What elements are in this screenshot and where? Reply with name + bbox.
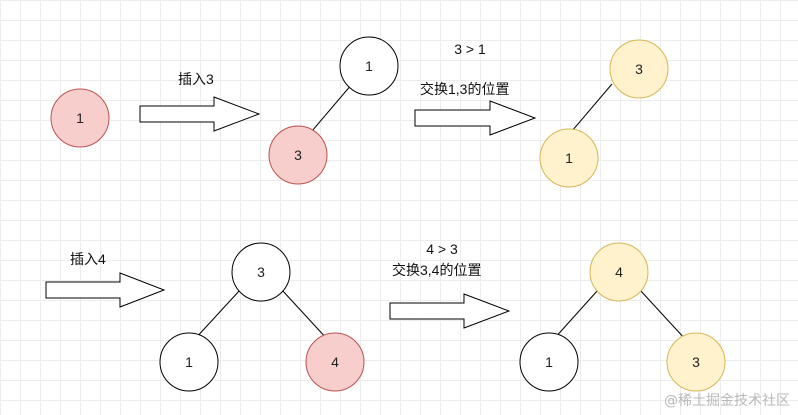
node-label: 3 <box>635 61 643 77</box>
node-step4-root: 4 <box>589 242 649 302</box>
node-step3-left: 1 <box>159 332 219 392</box>
arrow-swap-1-3 <box>414 100 537 136</box>
node-step1-child: 3 <box>268 125 328 185</box>
node-label: 1 <box>185 354 193 370</box>
tree-step-2: 3 1 <box>539 39 669 188</box>
arrow-shape <box>414 100 537 136</box>
tree-step-3: 3 1 4 <box>159 242 365 392</box>
node-label: 1 <box>565 150 573 166</box>
node-circle <box>609 39 669 99</box>
watermark-text: @稀土掘金技术社区 <box>664 393 790 409</box>
caption-swap-1-3: 交换1,3的位置 <box>420 81 509 97</box>
node-step2-root: 3 <box>609 39 669 99</box>
tree-edge-right <box>281 289 329 341</box>
arrow-shape <box>45 272 166 308</box>
node-circle <box>589 242 649 302</box>
node-circle <box>539 128 599 188</box>
node-circle <box>50 88 110 148</box>
node-step4-left: 1 <box>519 332 579 392</box>
arrow-insert-3 <box>139 96 261 132</box>
node-circle <box>159 332 219 392</box>
node-label: 4 <box>615 264 623 280</box>
node-step3-right: 4 <box>305 332 365 392</box>
arrow-swap-3-4 <box>389 293 511 329</box>
tree-edge-left <box>193 289 241 341</box>
tree-edge <box>311 83 353 132</box>
caption-compare-4-3: 4 > 3 <box>426 241 458 257</box>
node-step2-child: 1 <box>539 128 599 188</box>
caption-insert-3: 插入3 <box>178 71 214 87</box>
node-step3-root: 3 <box>231 242 291 302</box>
node-circle <box>305 332 365 392</box>
node-label: 1 <box>76 110 84 126</box>
tree-step-1: 1 3 <box>268 36 399 185</box>
node-step4-right: 3 <box>666 332 726 392</box>
node-label: 3 <box>692 354 700 370</box>
tree-edge-right <box>639 289 687 341</box>
arrow-shape <box>139 96 261 132</box>
node-circle <box>519 332 579 392</box>
caption-swap-3-4: 交换3,4的位置 <box>392 262 481 278</box>
node-circle <box>339 36 399 96</box>
tree-edge-left <box>552 289 599 341</box>
node-label: 3 <box>294 147 302 163</box>
tree-step-4: 4 1 3 <box>519 242 726 392</box>
node-label: 4 <box>331 354 339 370</box>
node-circle <box>666 332 726 392</box>
caption-compare-3-1: 3 > 1 <box>454 41 486 57</box>
tree-edge <box>571 83 613 132</box>
arrow-shape <box>389 293 511 329</box>
arrow-insert-4 <box>45 272 166 308</box>
caption-insert-4: 插入4 <box>70 251 106 267</box>
node-circle <box>231 242 291 302</box>
node-label: 1 <box>545 354 553 370</box>
node-label: 3 <box>257 264 265 280</box>
node-step1-root: 1 <box>339 36 399 96</box>
node-circle <box>268 125 328 185</box>
node-start-1: 1 <box>50 88 110 148</box>
node-label: 1 <box>365 58 373 74</box>
